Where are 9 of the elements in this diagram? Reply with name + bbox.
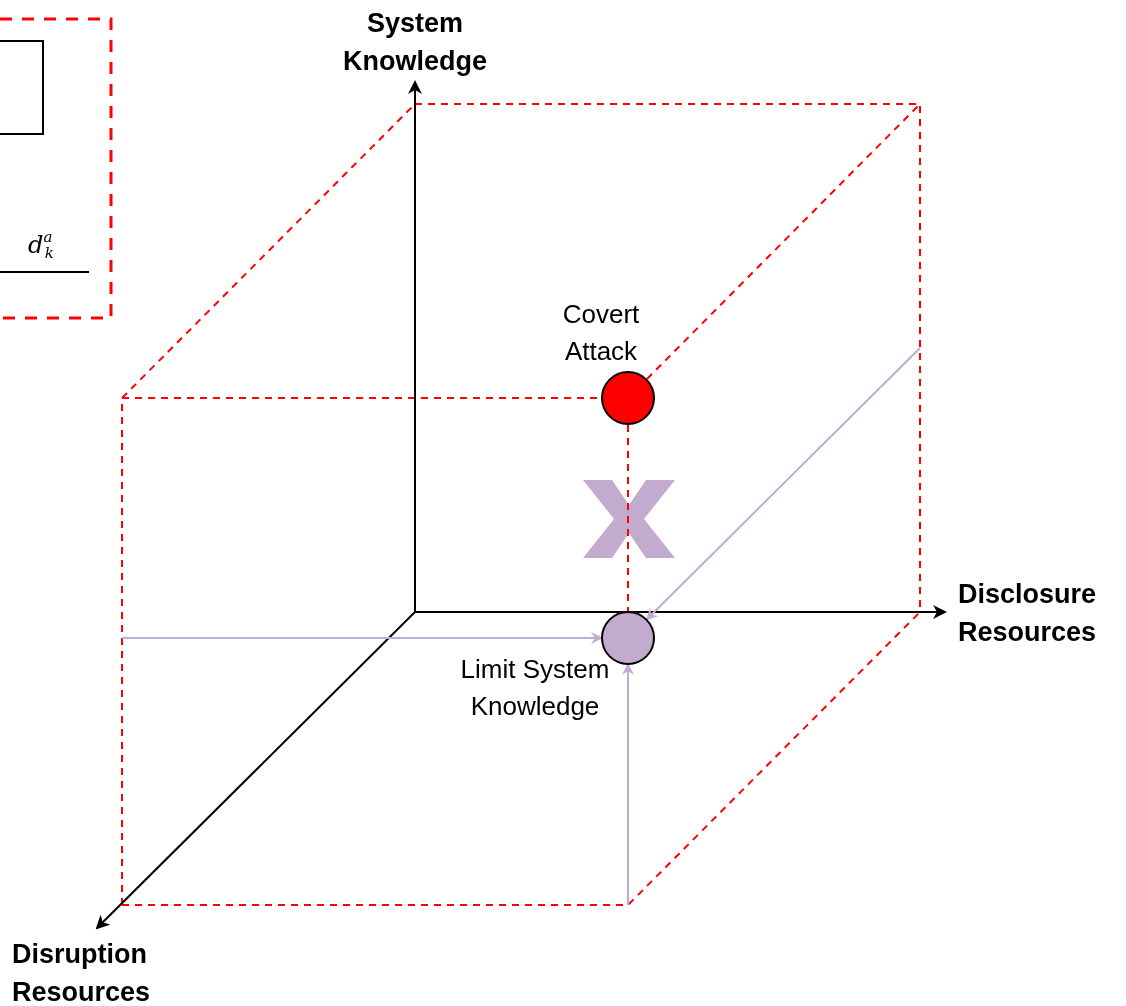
connector-line xyxy=(627,424,629,612)
axis-label: Disruption Resources xyxy=(12,938,152,1006)
axis-label: System Knowledge xyxy=(342,7,488,78)
node-label: Limit System Knowledge xyxy=(459,653,611,723)
arrow xyxy=(645,347,921,621)
node-label: Covert Attack xyxy=(561,298,641,368)
axis-label: Disclosure Resources xyxy=(958,578,1098,649)
arrow xyxy=(622,663,634,906)
arrow xyxy=(121,632,603,644)
